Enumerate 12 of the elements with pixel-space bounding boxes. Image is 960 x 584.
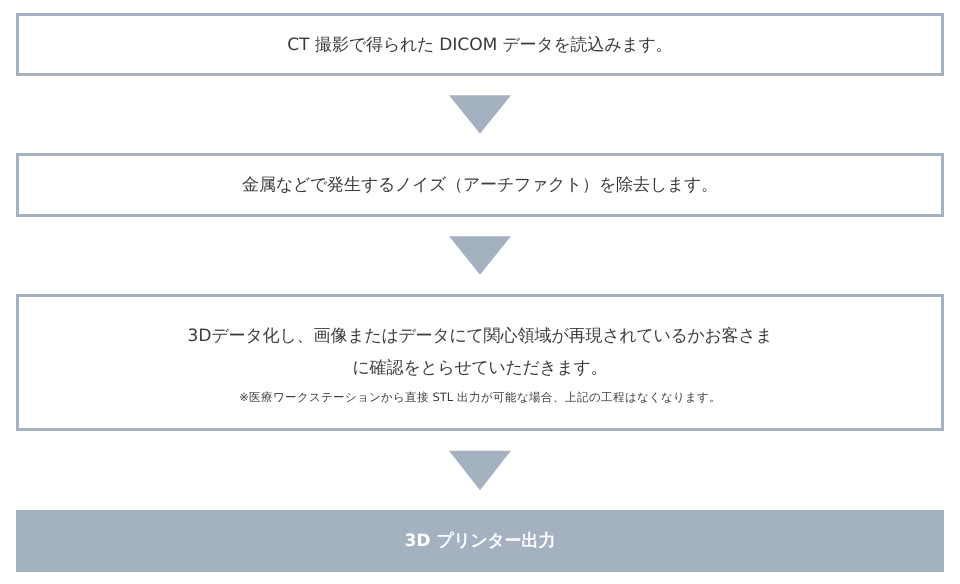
step-text: CT 撮影で得られた DICOM データを読込みます。 [287,34,673,56]
step-text: 3Dデータ化し、画像またはデータにて関心領域が再現されているかお客さまに確認をとらせていただきます。 [188,325,772,380]
arrow [449,236,511,275]
step-box [16,153,944,217]
step-text: 3D プリンター出力 [404,530,556,553]
note-text: ※医療ワークステーションから直接 STL 出力が可能な場合、上記の工程はなくなります。 [239,390,721,405]
step-text: 金属などで発生するノイズ（アーチファクト）を除去します。 [242,174,718,197]
arrow [449,450,511,490]
arrow [449,95,511,134]
step-box [16,13,944,76]
step-box [16,294,944,431]
output-bar [16,510,944,572]
